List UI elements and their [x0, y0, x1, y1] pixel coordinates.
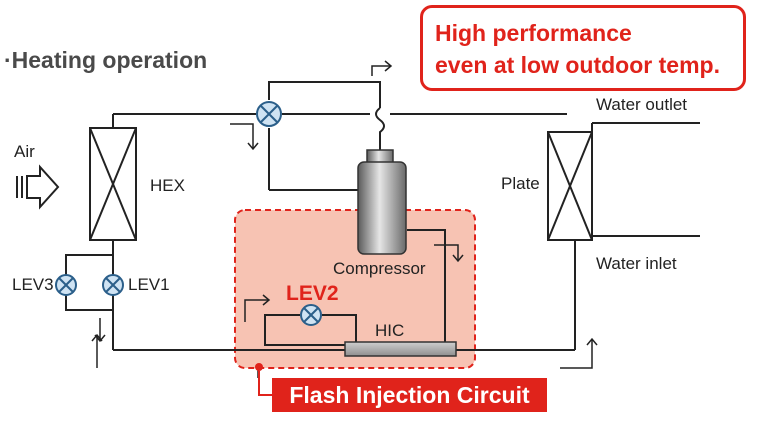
page-title: ·Heating operation: [4, 47, 208, 73]
performance-callout: High performance even at low outdoor tem…: [420, 5, 746, 91]
injection-marker-dot: [255, 363, 263, 371]
callout-line-1: High performance: [435, 20, 632, 46]
plate-heat-exchanger: [547, 131, 593, 241]
callout-line-2: even at low outdoor temp.: [435, 52, 720, 78]
flash-injection-banner: Flash Injection Circuit: [272, 378, 547, 412]
lev2-label: LEV2: [286, 282, 339, 305]
lev2-valve-icon: [300, 304, 322, 326]
refrigerant-piping: [65, 81, 700, 351]
lev1-label: LEV1: [128, 275, 170, 294]
lev3-label: LEV3: [12, 275, 54, 294]
hex-coil: [89, 127, 137, 241]
air-arrow-icon: [16, 164, 60, 210]
hex-label: HEX: [150, 176, 185, 195]
lev1-valve-icon: [102, 274, 124, 296]
four-way-valve-icon: [256, 101, 282, 127]
hic-heat-exchanger: [344, 341, 457, 357]
compressor-label: Compressor: [333, 259, 426, 278]
water-outlet-label: Water outlet: [596, 95, 688, 114]
plate-label: Plate: [501, 174, 540, 193]
banner-leader-line: [258, 371, 272, 396]
water-inlet-label: Water inlet: [596, 254, 677, 273]
air-label: Air: [14, 142, 35, 161]
hic-label: HIC: [375, 321, 405, 340]
compressor: [357, 149, 407, 255]
flash-injection-zone: [234, 209, 476, 369]
lev3-valve-icon: [55, 274, 77, 296]
